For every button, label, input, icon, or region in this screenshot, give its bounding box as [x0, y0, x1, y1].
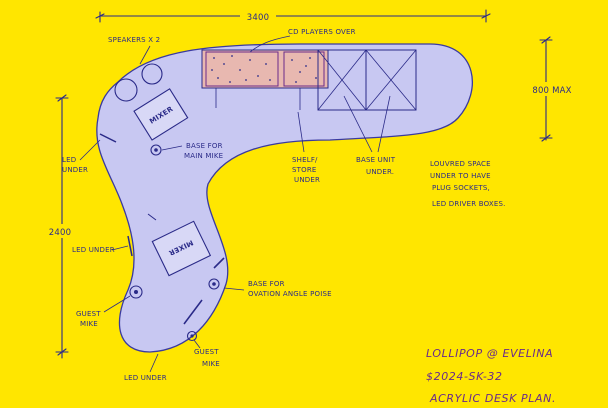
guest-mike-1-label-b: MIKE [80, 320, 98, 328]
led-under-1-label-a: LED [62, 156, 76, 164]
speaker-right [141, 63, 163, 85]
width-dimension: 3400 [95, 8, 491, 23]
led-under-3-label: LED UNDER [124, 374, 167, 382]
title-line-2: $2024-SK-32 [426, 370, 503, 383]
desk-outline [96, 43, 473, 353]
ovation-base [208, 278, 220, 290]
title-block: LOLLIPOP @ EVELINA $2024-SK-32 ACRYLIC D… [426, 347, 556, 405]
speakers [114, 63, 163, 102]
shelf-label-3: UNDER [294, 176, 320, 184]
shelf-label-2: STORE [292, 166, 317, 174]
note-line-4: LED DRIVER BOXES. [432, 200, 506, 208]
cd-players-block [201, 49, 329, 110]
main-mike-base [150, 144, 162, 156]
note-line-1: LOUVRED SPACE [430, 160, 491, 168]
guest-mike-2-label-a: GUEST [194, 348, 219, 356]
led-under-2-label: LED UNDER [72, 246, 115, 254]
height-dimension-label: 2400 [49, 228, 71, 238]
led-under-1-label-b: UNDER [62, 166, 88, 174]
width-dimension-label: 3400 [247, 13, 269, 23]
base-ovation-label-1: BASE FOR [248, 280, 285, 288]
base-unit-label-1: BASE UNIT [356, 156, 396, 164]
speaker-left [114, 78, 138, 102]
base-main-mike-label-2: MAIN MIKE [184, 152, 223, 160]
title-line-1: LOLLIPOP @ EVELINA [426, 347, 553, 360]
mixer-bottom: MIXER [151, 220, 212, 277]
base-ovation-label-2: OVATION ANGLE POISE [248, 290, 332, 298]
mixer-top: MIXER [133, 88, 189, 141]
note-line-2: UNDER TO HAVE [430, 172, 491, 180]
cd-players-label: CD PLAYERS OVER [288, 28, 356, 36]
notes: LOUVRED SPACE UNDER TO HAVE PLUG SOCKETS… [430, 160, 506, 208]
guest-mike-2-label-b: MIKE [202, 360, 220, 368]
base-main-mike-label-1: BASE FOR [186, 142, 223, 150]
shelf-label-1: SHELF/ [292, 156, 318, 164]
guest-mike-bottom [186, 330, 198, 342]
base-units [317, 49, 417, 111]
speakers-label: SPEAKERS X 2 [108, 36, 160, 44]
depth-dimension: 800 MAX [532, 36, 571, 142]
depth-dimension-label: 800 MAX [532, 86, 571, 96]
base-unit-label-2: UNDER. [366, 168, 394, 176]
title-line-3: ACRYLIC DESK PLAN. [429, 392, 556, 405]
guest-mike-left [129, 285, 143, 299]
note-line-3: PLUG SOCKETS, [432, 184, 490, 192]
guest-mike-1-label-a: GUEST [76, 310, 101, 318]
height-dimension: 2400 [44, 94, 80, 359]
